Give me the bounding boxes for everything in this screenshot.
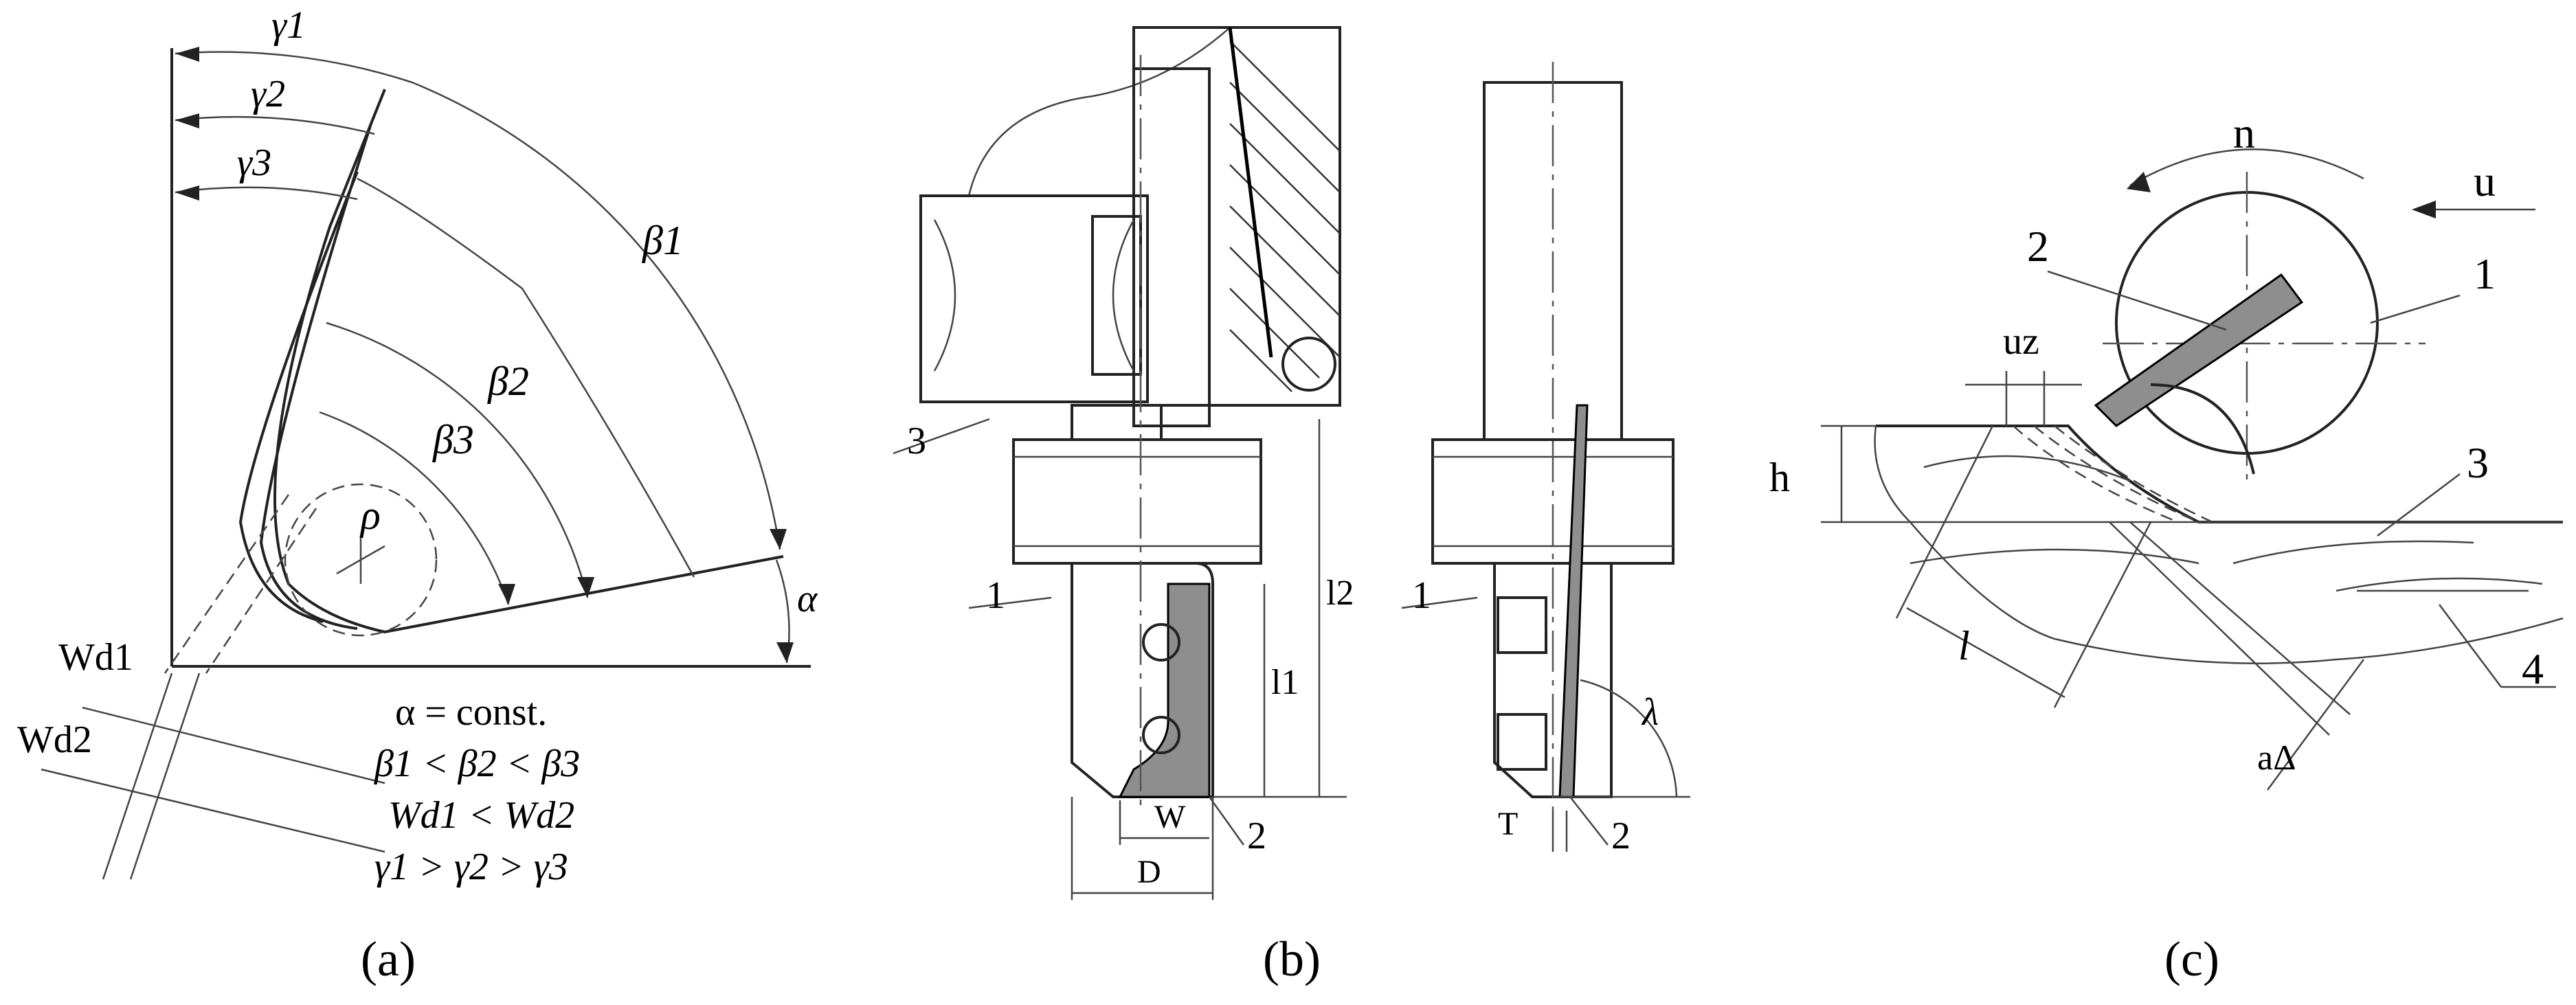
l2-label: l2 (1326, 574, 1354, 613)
gamma2-label: γ2 (251, 73, 285, 115)
part3-c-label: 3 (2467, 438, 2489, 487)
relation-2: β1 < β2 < β3 (374, 743, 580, 785)
wd2-label: Wd2 (17, 719, 92, 761)
a-delta-label: aΔ (2257, 738, 2296, 778)
beta1-label: β1 (642, 218, 684, 263)
part2-left-label: 2 (1247, 815, 1266, 857)
part1-left-label: 1 (986, 574, 1005, 617)
l1-label: l1 (1271, 663, 1299, 702)
housing-hatching (1229, 41, 1341, 392)
part4-c-label: 4 (2522, 644, 2544, 693)
relation-4: γ1 > γ2 > γ3 (374, 846, 568, 888)
caption-a: (a) (361, 931, 416, 986)
part2-c-label: 2 (2027, 222, 2049, 271)
alpha-label: α (797, 578, 818, 620)
h-label: h (1769, 455, 1790, 500)
uz-label: uz (2003, 320, 2039, 363)
panel-b: 3 1 2 1 2 l1 l2 W D T λ (b) (893, 26, 1690, 986)
panel-c: n u uz h l aΔ 1 2 3 4 (c) (1769, 109, 2564, 986)
gamma1-label: γ1 (271, 4, 306, 47)
caption-b: (b) (1263, 931, 1321, 986)
beta2-label: β2 (487, 359, 529, 404)
l-label: l (1958, 623, 1970, 668)
part1-c-label: 1 (2474, 249, 2496, 298)
part1-right-label: 1 (1412, 574, 1431, 617)
u-label: u (2474, 157, 2496, 205)
panel-a: γ1 γ2 γ3 β1 β2 β3 ρ α Wd1 Wd2 α = const.… (17, 4, 818, 986)
lambda-label: λ (1641, 691, 1659, 734)
relation-1: α = const. (395, 691, 547, 734)
part3-label: 3 (907, 420, 926, 462)
w-label: W (1154, 799, 1186, 835)
gamma3-label: γ3 (237, 142, 271, 184)
beta3-label: β3 (432, 417, 474, 462)
rho-label: ρ (359, 493, 381, 538)
t-label: T (1498, 806, 1518, 842)
part2-right-label: 2 (1611, 815, 1631, 857)
n-label: n (2233, 109, 2255, 157)
d-label: D (1137, 854, 1161, 890)
caption-c: (c) (2164, 931, 2219, 986)
relation-3: Wd1 < Wd2 (388, 794, 574, 837)
wd1-label: Wd1 (58, 636, 133, 679)
